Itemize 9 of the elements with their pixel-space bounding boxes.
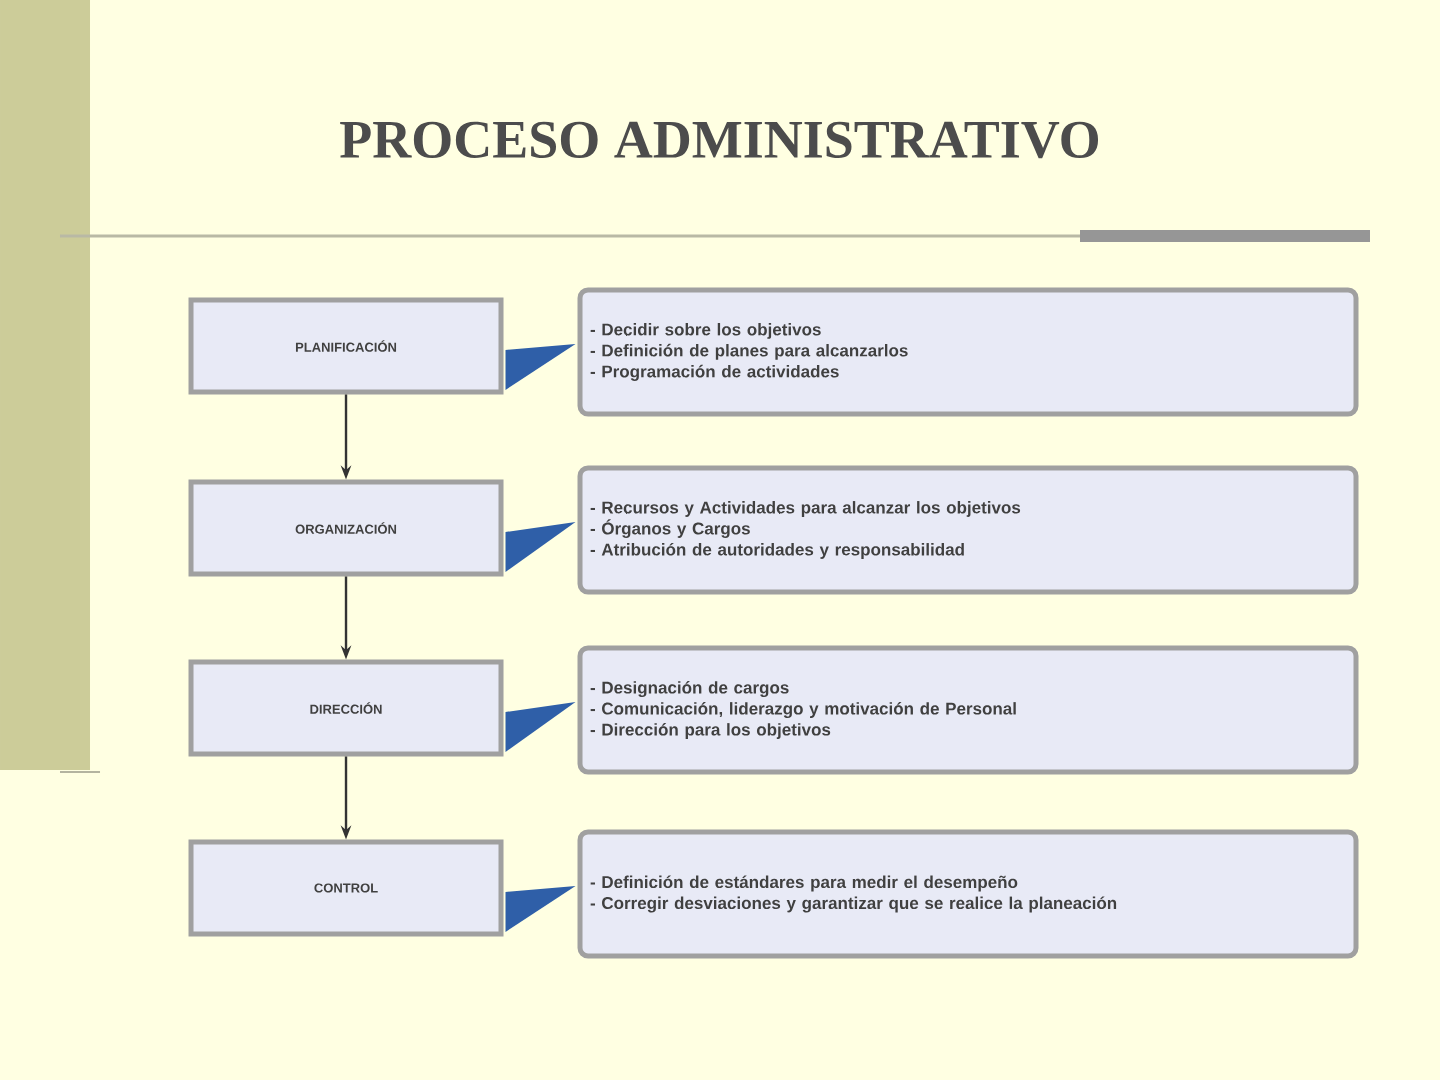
title: PROCESO ADMINISTRATIVO <box>340 121 1099 159</box>
description-box: - Recursos y Actividades para alcanzar los objetivos - Órganos y Cargos - Atribución de autoridades y responsabilidad <box>577 465 1359 595</box>
wedge-connector <box>505 702 576 752</box>
description-box: - Decidir sobre los objetivos - Definición de planes para alcanzarlos - Programación de actividades <box>577 287 1359 417</box>
description-box: - Definición de estándares para medir el desempeño - Corregir desviaciones y garantizar que se realice la planeación <box>577 829 1359 959</box>
wedge-connector <box>505 344 576 390</box>
wedge-connector <box>505 522 576 572</box>
description-box: - Designación de cargos - Comunicación, liderazgo y motivación de Personal - Dirección para los objetivos <box>577 645 1359 775</box>
wedge-connector <box>505 886 576 932</box>
